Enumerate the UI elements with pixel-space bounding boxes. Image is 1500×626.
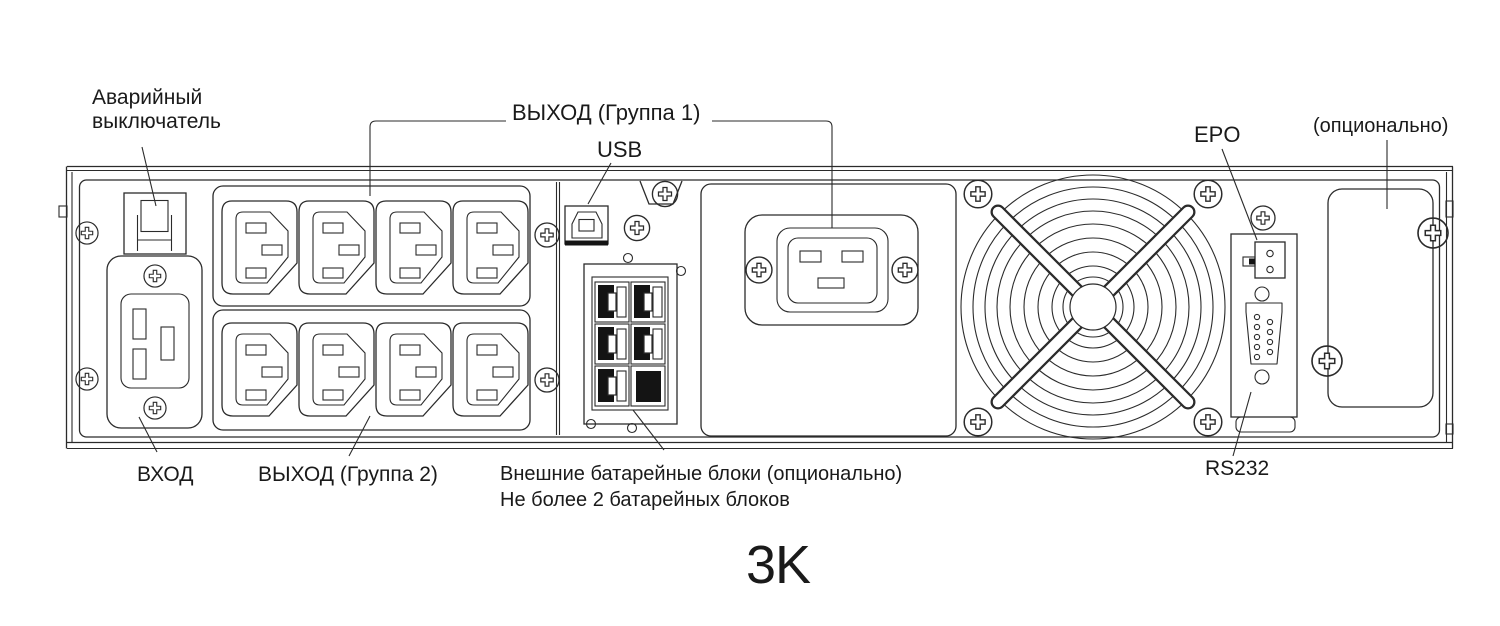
input-label: ВХОД (137, 463, 194, 486)
screw (534, 367, 560, 393)
outlet-group-1-plate (212, 185, 531, 307)
outlet-group-2-plate (212, 309, 531, 431)
screw (534, 222, 560, 248)
battery-terminal (594, 323, 630, 365)
battery-terminal (594, 365, 630, 407)
leader-lines (138, 120, 1388, 457)
rs232-label: RS232 (1205, 457, 1270, 480)
fan-guard-cross (990, 204, 1196, 410)
fan-grille (960, 174, 1226, 440)
comm-panel (1230, 233, 1298, 433)
c13-outlet (375, 322, 452, 417)
c13-outlet (452, 200, 529, 295)
screw (143, 396, 167, 420)
leader-line (138, 416, 158, 453)
input-c20-inlet (106, 255, 203, 429)
emergency-switch-label: Аварийный выключатель (92, 86, 221, 133)
mounting-hole (622, 252, 634, 264)
mounting-hole (585, 418, 597, 430)
screw (1193, 179, 1223, 209)
usb-label: USB (597, 137, 643, 162)
c13-outlet (298, 200, 375, 295)
screw (745, 256, 773, 284)
mounting-hole (626, 422, 638, 434)
battery-terminal (630, 281, 666, 323)
leader-line (712, 120, 833, 228)
c13-outlet (452, 322, 529, 417)
battery-terminal (630, 323, 666, 365)
battery-connector-block (583, 252, 687, 434)
screw (1193, 407, 1223, 437)
usb-port (564, 205, 609, 246)
left-mount-tab (58, 205, 68, 218)
mounting-hole (1254, 286, 1270, 302)
output-group2-label: ВЫХОД (Группа 2) (258, 463, 438, 486)
chassis-frame (58, 165, 1454, 450)
option-slot-cover (1311, 188, 1449, 408)
optional-slot-label: (опционально) (1313, 115, 1449, 137)
battery-terminal (630, 365, 666, 407)
epo-connector (1242, 241, 1286, 279)
epo-label: EPO (1194, 122, 1241, 147)
leader-line (141, 146, 157, 207)
c19-outlet-section (700, 183, 957, 437)
leader-line (587, 162, 612, 205)
c13-outlet (221, 200, 298, 295)
mounting-hole (675, 265, 687, 277)
c13-outlet (375, 200, 452, 295)
rs232-db9-port (1245, 302, 1283, 365)
battery-note: Внешние батарейные блоки (опционально) Н… (500, 463, 903, 511)
leader-line (369, 120, 506, 196)
screw (651, 180, 679, 208)
screw (891, 256, 919, 284)
rear-face (78, 179, 1441, 438)
right-mount-tab-top (1445, 200, 1454, 218)
leader-line (632, 409, 665, 451)
leader-line (1221, 148, 1258, 241)
model-label: 3K (746, 535, 811, 595)
screw (963, 407, 993, 437)
output-group1-label: ВЫХОД (Группа 1) (512, 100, 701, 125)
right-mount-tab-bottom (1445, 423, 1454, 435)
screw (623, 214, 651, 242)
c13-outlet (298, 322, 375, 417)
screw (1250, 205, 1276, 231)
emergency-switch (123, 192, 187, 255)
mounting-hole (1254, 369, 1270, 385)
leader-line (348, 415, 371, 457)
c13-outlet (221, 322, 298, 417)
leader-line (1232, 391, 1252, 457)
screw (143, 264, 167, 288)
screw (963, 179, 993, 209)
screw (1311, 345, 1343, 377)
battery-terminal (594, 281, 630, 323)
